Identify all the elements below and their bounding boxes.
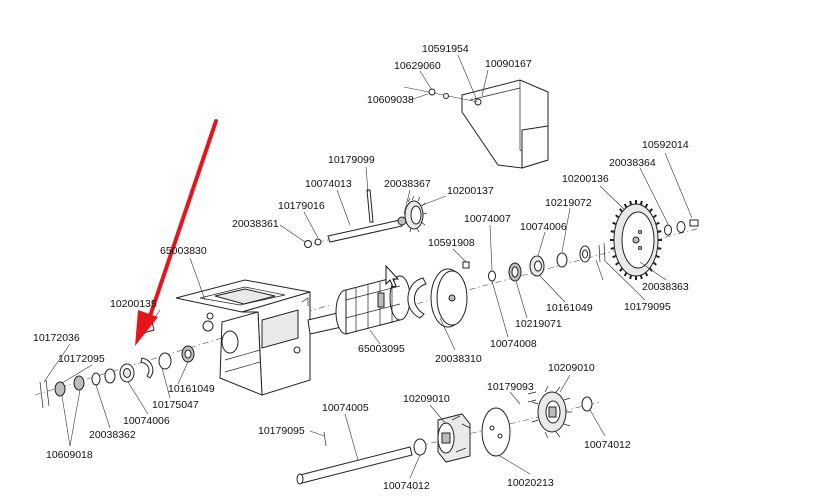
label-10074006-right: 10074006: [520, 221, 567, 233]
top-shaft-part: [304, 189, 428, 248]
disc-plate-part: [430, 261, 470, 328]
label-10175047: 10175047: [152, 399, 199, 411]
label-10074007: 10074007: [464, 213, 511, 225]
label-20038310: 20038310: [435, 353, 482, 365]
right-small-parts: [488, 242, 606, 282]
part-number-labels: 10591954 10629060 10090167 10609038 1017…: [33, 43, 689, 492]
label-10074012-bottom: 10074012: [383, 480, 430, 492]
label-10200136: 10200136: [562, 173, 609, 185]
pump-right-bushing: [527, 391, 593, 412]
label-10074008: 10074008: [490, 338, 537, 350]
label-10609038: 10609038: [367, 94, 414, 106]
label-10219072: 10219072: [545, 197, 592, 209]
large-gear-part: [610, 200, 662, 280]
label-10209010-left: 10209010: [403, 393, 450, 405]
label-20038363: 20038363: [642, 281, 689, 293]
housing-part: [175, 279, 311, 396]
label-10591908: 10591908: [428, 237, 475, 249]
drum-part: [307, 275, 411, 335]
label-10074013: 10074013: [305, 178, 352, 190]
label-10074006-left: 10074006: [123, 415, 170, 427]
label-10161049-right: 10161049: [546, 302, 593, 314]
label-10172095: 10172095: [58, 353, 105, 365]
label-10074005: 10074005: [322, 402, 369, 414]
label-10629060: 10629060: [394, 60, 441, 72]
spring-clip-part: [407, 277, 427, 319]
label-10200135: 10200135: [110, 298, 157, 310]
label-10179093: 10179093: [487, 381, 534, 393]
label-20038367: 20038367: [384, 178, 431, 190]
label-10074012-right: 10074012: [584, 439, 631, 451]
label-20038361: 20038361: [232, 218, 279, 230]
label-10609018: 10609018: [46, 449, 93, 461]
label-65003830: 65003830: [160, 245, 207, 257]
label-10179095-bottom: 10179095: [258, 425, 305, 437]
label-10172036: 10172036: [33, 332, 80, 344]
leader-lines: [43, 54, 693, 479]
label-10179016: 10179016: [278, 200, 325, 212]
label-65003095: 65003095: [358, 343, 405, 355]
label-20038362: 20038362: [89, 429, 136, 441]
bottom-shaft-part: [296, 431, 427, 485]
pump-plate: [481, 407, 511, 457]
label-10592014: 10592014: [642, 139, 689, 151]
label-10179095-right: 10179095: [624, 301, 671, 313]
label-10219071: 10219071: [515, 318, 562, 330]
top-cover-part: [403, 79, 549, 169]
mouse-pointer-icon: [385, 264, 400, 288]
gear-teeth: [610, 200, 662, 280]
label-10020213: 10020213: [507, 477, 554, 489]
pump-gear-right: [531, 385, 572, 439]
label-10200137: 10200137: [447, 185, 494, 197]
label-10179099: 10179099: [328, 154, 375, 166]
red-pointer-arrow: [135, 119, 218, 346]
label-20038364: 20038364: [609, 157, 656, 169]
label-10161049-left: 10161049: [168, 383, 215, 395]
label-10209010-right: 10209010: [548, 362, 595, 374]
label-10090167: 10090167: [485, 58, 532, 70]
pump-gear-left: [437, 413, 471, 463]
gear-fasteners: [664, 219, 699, 236]
label-10591954: 10591954: [422, 43, 469, 55]
